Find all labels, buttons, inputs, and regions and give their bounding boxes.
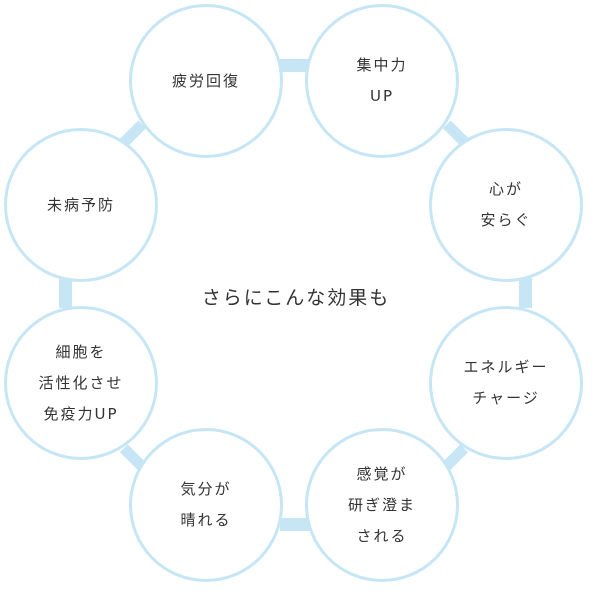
connector-3 bbox=[519, 278, 532, 308]
center-title: さらにこんな効果も bbox=[201, 287, 391, 309]
circle-text: 心が bbox=[488, 180, 523, 198]
circle-energy-charge: エネルギー チャージ bbox=[429, 306, 583, 460]
connector-7 bbox=[59, 278, 72, 308]
circle-text: 細胞を bbox=[55, 342, 107, 361]
circle-text: エネルギー bbox=[463, 358, 549, 376]
circle-text: 感覚が bbox=[356, 464, 408, 483]
circle-concentration-up: 集中力 UP bbox=[305, 4, 459, 158]
circle-text: チャージ bbox=[472, 389, 540, 407]
circle-text: 研ぎ澄ま bbox=[347, 495, 416, 514]
circle-cell-activation: 細胞を 活性化させ 免疫力UP bbox=[4, 306, 158, 460]
circle-text: される bbox=[356, 526, 408, 545]
circle-disease-prevention: 未病予防 bbox=[4, 128, 158, 282]
circle-text: 晴れる bbox=[180, 511, 232, 529]
circle-text: 免疫力UP bbox=[43, 404, 119, 423]
circle-text: 集中力 bbox=[356, 56, 408, 74]
circle-text: 活性化させ bbox=[38, 373, 124, 392]
circle-text: UP bbox=[369, 87, 395, 105]
circle-fatigue-recovery: 疲労回復 bbox=[129, 4, 283, 158]
circle-calm-mind: 心が 安らぐ bbox=[429, 128, 583, 282]
circle-text: 気分が bbox=[180, 480, 232, 498]
circle-text: 未病予防 bbox=[46, 195, 115, 214]
connector-5 bbox=[280, 518, 310, 531]
circle-sharpened-senses: 感覚が 研ぎ澄ま される bbox=[305, 428, 459, 582]
circle-mood-clears: 気分が 晴れる bbox=[129, 428, 283, 582]
connector-1 bbox=[280, 59, 310, 72]
circle-text: 安らぐ bbox=[480, 211, 532, 229]
circle-text: 疲労回復 bbox=[171, 71, 240, 90]
